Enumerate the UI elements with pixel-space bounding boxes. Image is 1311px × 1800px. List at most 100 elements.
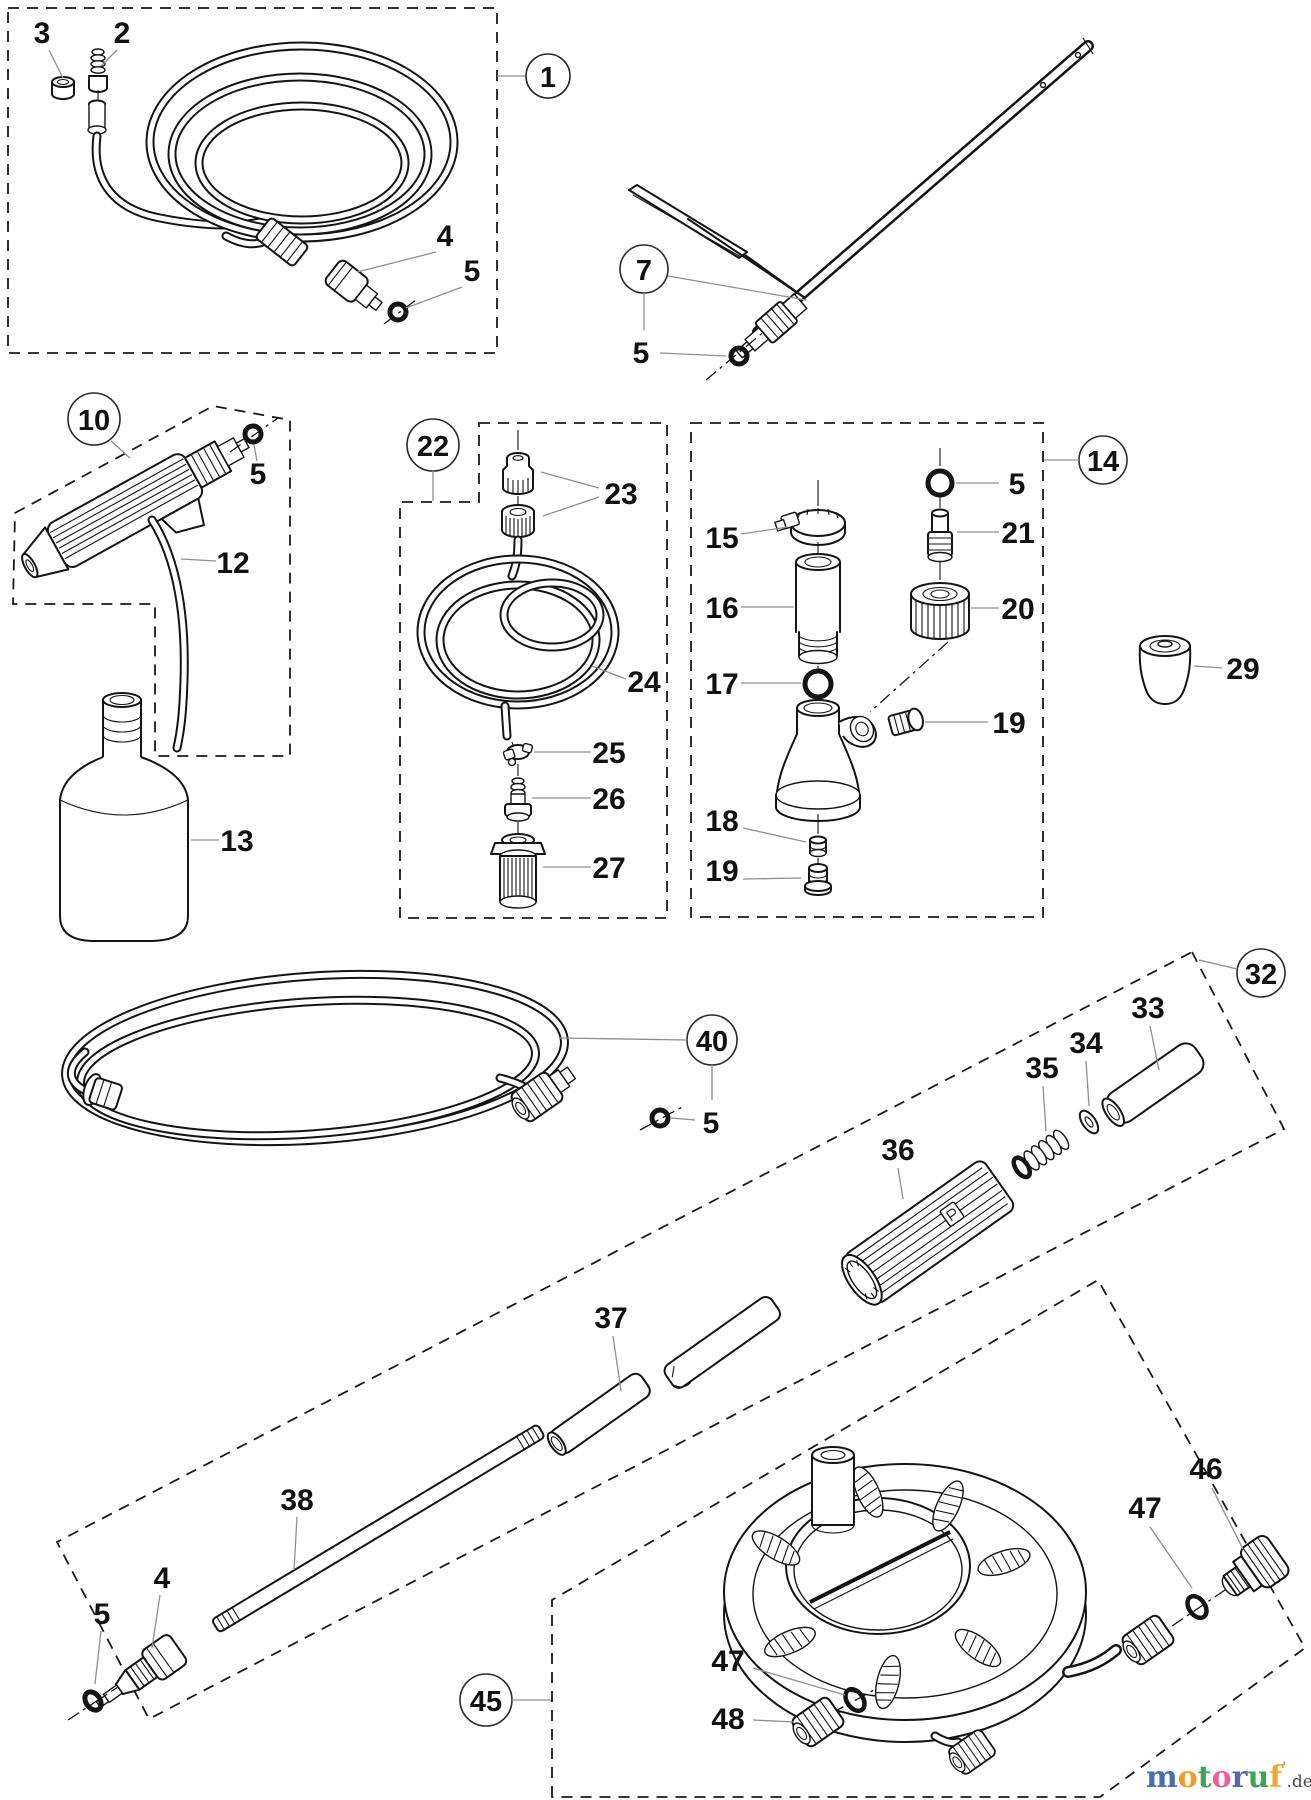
part-label-5: 5 [464,255,481,288]
group-1-hose-kit: 3 2 4 5 1 [7,7,571,354]
leader-33 [1149,1025,1160,1071]
leader-5 [405,286,463,309]
part-1-hose [87,41,459,267]
axis-line [831,1689,875,1714]
part-3-cap-nut [51,76,75,100]
svg-text:10: 10 [78,405,110,437]
leader-4 [151,1594,161,1649]
lance-tube-inner [754,42,1092,336]
part-13-bottle [59,692,189,942]
leader-2 [100,49,118,67]
part-46-connector [1221,1534,1290,1597]
part-17-o-ring [802,668,834,700]
hose-threaded-fitting [255,217,309,267]
callout-14: 14 [1078,435,1128,485]
part-40-hose-coil [61,969,569,1147]
part-label-25: 25 [592,737,625,770]
part-5-o-ring [925,468,955,498]
svg-text:22: 22 [417,431,449,463]
axis-line [869,641,949,713]
part-label-48: 48 [711,1703,744,1736]
part-36-outer-sleeve [841,1160,1015,1306]
leader-29 [1193,665,1223,669]
part-label-36: 36 [881,1134,914,1167]
part-47-o-ring-b [843,1686,867,1714]
part-4-coupling [324,259,383,312]
part-label-16: 16 [705,592,738,625]
part-label-46: 46 [1189,1453,1222,1486]
part-label-5: 5 [250,458,267,491]
part-23-nut [501,504,535,538]
part-label-27: 27 [592,852,625,885]
leader-15 [740,526,789,535]
part-label-18: 18 [705,805,738,838]
disc-coupling-nut [1115,1612,1177,1670]
group-22-suction-set: 22 23 24 25 [399,418,668,919]
part-18-valve-seat [809,835,827,858]
leader-19 [742,877,802,880]
part-label-26: 26 [592,783,625,816]
part-5-o-ring [728,345,750,367]
leader-callout-40 [559,1037,688,1041]
part-label-15: 15 [705,522,738,555]
part-label-13: 13 [220,825,253,858]
part-label-34: 34 [1069,1027,1103,1060]
group-10-foam-gun: 10 5 12 13 [12,392,291,942]
svg-text:1: 1 [540,62,556,94]
part-2-nipple [88,48,108,100]
group-40-hp-hose: 40 5 [61,969,738,1147]
lance-end-fitting [735,293,808,359]
group-45-surface-cleaner: 45 [459,1278,1307,1798]
leader-callout-10 [110,440,131,459]
svg-text:14: 14 [1087,446,1119,478]
part-label-29: 29 [1226,653,1259,686]
part-label-3: 3 [34,17,51,50]
part-12-suction-tube [147,515,189,753]
part-34-washer [1078,1109,1100,1135]
part-label-38: 38 [280,1484,313,1517]
leader-46 [1211,1487,1244,1550]
axis-line [1171,1587,1229,1627]
svg-text:7: 7 [636,255,652,287]
leader-24 [591,665,627,680]
part-24-suction-hose-coil [416,535,620,741]
part-20-knurled-nut [910,582,970,640]
callout-40: 40 [686,1014,738,1066]
leader-5 [94,1630,102,1685]
leader-4 [356,251,437,273]
part-label-5: 5 [703,1107,720,1140]
part-label-5: 5 [94,1598,111,1631]
part-label-33: 33 [1131,992,1164,1025]
part-label-5: 5 [1009,468,1026,501]
leader-callout-7 [667,275,807,301]
part-label-17: 17 [705,668,738,701]
axis-line [229,417,279,453]
part-label-12: 12 [216,547,249,580]
leader-47 [1149,1526,1193,1589]
leader-34 [1085,1060,1090,1107]
logo-text: motoruf'.de [1146,1760,1311,1795]
part-label-37: 37 [594,1302,627,1335]
group-7-scraper-lance: 7 5 [619,37,1094,381]
callout-32: 32 [1236,948,1286,998]
leader-5b [670,1117,696,1121]
scraper-blade [628,184,806,299]
leader-callout-32 [1198,959,1238,970]
callout-7: 7 [619,244,669,294]
part-26-barb-fitting [504,777,532,822]
part-label-4: 4 [154,1562,171,1595]
part-label-19: 19 [992,707,1025,740]
part-16-tube [795,553,841,665]
group-14-injector-set: 14 15 16 17 19 [690,422,1128,918]
part-33-pin-sleeve [1101,1042,1205,1127]
leader-5 [253,444,258,462]
part-label-2: 2 [114,17,131,50]
part-47-o-ring [1185,1593,1209,1621]
leader-18 [742,827,807,843]
part-27-filter [490,833,546,909]
part-19-screw [887,707,924,737]
part-label-35: 35 [1025,1052,1058,1085]
watermark-logo: motoruf'.de [1146,1760,1311,1795]
